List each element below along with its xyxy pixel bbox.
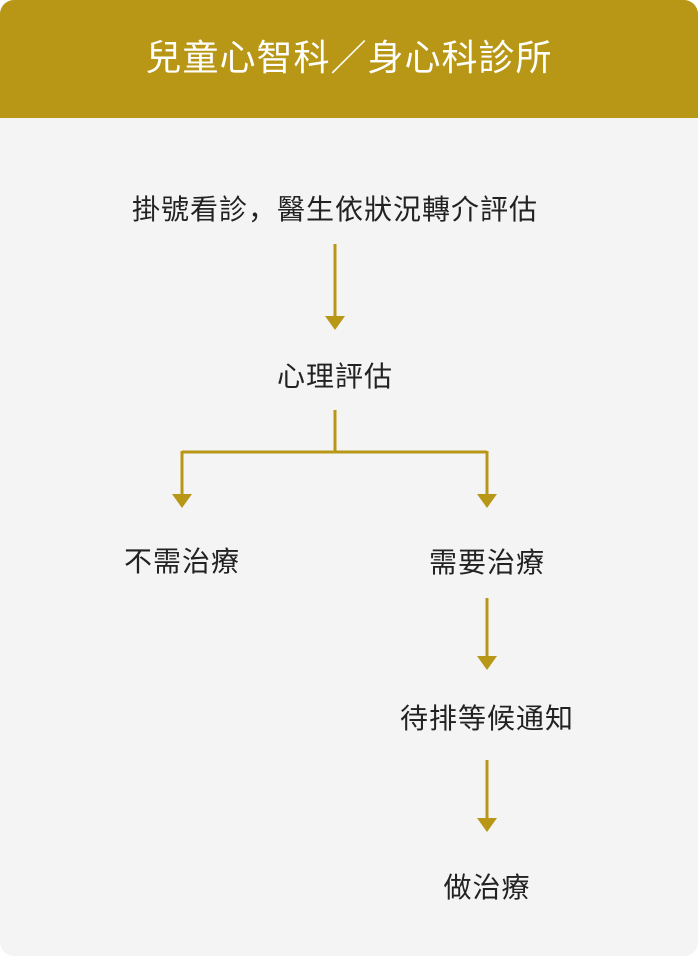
header-bar: 兒童心智科／身心科診所 [0, 0, 698, 118]
arrowhead-branch-no [172, 494, 192, 508]
header-title: 兒童心智科／身心科診所 [145, 38, 553, 79]
step-psych-assessment: 心理評估 [276, 360, 394, 393]
arrowhead-step5 [477, 818, 497, 832]
branch-no-treatment: 不需治療 [123, 545, 241, 578]
branch-need-treatment: 需要治療 [428, 546, 546, 579]
arrowhead-branch-yes [477, 494, 497, 508]
step-waiting-notice: 待排等候通知 [399, 702, 575, 735]
arrowhead-step4 [477, 656, 497, 670]
step-referral: 掛號看診，醫生依狀況轉介評估 [131, 193, 539, 226]
arrowhead-step2 [325, 316, 345, 330]
step-do-treatment: 做治療 [443, 871, 531, 904]
